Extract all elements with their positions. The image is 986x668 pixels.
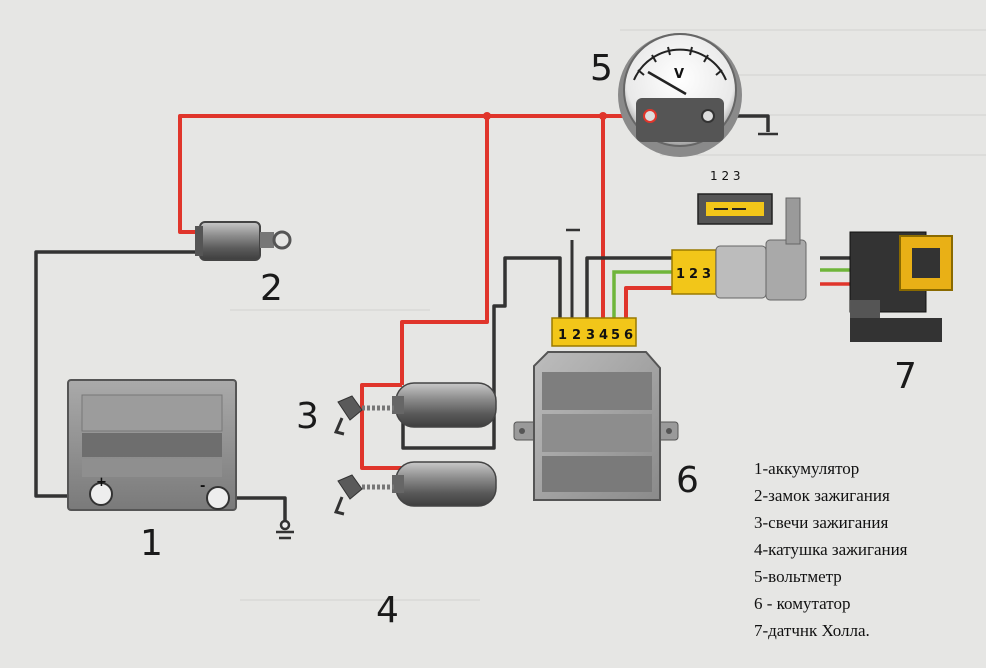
battery-plus-label: + [96,475,107,490]
commutator-pin-2: 2 [572,328,581,343]
label-ignition-switch-number: 2 [260,268,283,309]
label-commutator-number: 6 [676,460,699,501]
red-junction-2 [599,112,607,120]
red-junction-1 [483,112,491,120]
commutator-pin-5: 5 [611,328,620,343]
voltmeter-needle [647,70,687,96]
commutator-connector [551,317,637,347]
voltmeter: V [618,33,742,157]
hall-plug-loose: 1 2 3 [697,169,773,225]
key-icon [272,230,292,250]
hall-connector-pin-1: 1 [676,267,685,282]
commutator-pin-3: 3 [586,328,595,343]
label-coils-number: 4 [376,590,399,631]
hall-output-wires [820,256,850,286]
spark-plug-top [333,395,394,436]
legend-item-2: 2-замок зажигания [754,486,890,505]
spark-plug-bottom [333,474,394,516]
ignition-coil-top [392,382,497,428]
legend-item-7: 7-датчнк Холла. [754,621,870,640]
black-wires [34,114,770,530]
ignition-coil-bottom [392,461,497,507]
commutator-pin-6: 6 [624,328,633,343]
battery-minus-label: - [200,479,205,494]
legend-item-3: 3-свечи зажигания [754,513,888,532]
red-wires [178,114,716,470]
battery-plus-terminal [89,482,113,506]
hall-connector-pin-2: 2 [689,267,698,282]
battery-minus-terminal [206,486,230,510]
hall-connector-inline: 1 2 3 [671,197,807,301]
label-spark-plugs-number: 3 [296,396,319,437]
legend: 1-аккумулятор 2-замок зажигания 3-свечи … [754,459,908,640]
battery: + - [67,379,237,511]
label-hall-sensor-number: 7 [894,356,917,397]
legend-item-6: 6 - комутатор [754,594,850,613]
label-voltmeter-number: 5 [590,48,613,89]
label-battery-number: 1 [140,523,163,564]
commutator-pin-1: 1 [558,328,567,343]
hall-connector-pin-3: 3 [702,267,711,282]
ignition-switch [195,221,292,261]
voltmeter-unit: V [674,67,684,82]
legend-item-4: 4-катушка зажигания [754,540,908,559]
hall-sensor [849,231,953,342]
hall-plug-pin-labels: 1 2 3 [710,169,741,183]
commutator: 1 2 3 4 5 6 [513,317,679,501]
legend-item-1: 1-аккумулятор [754,459,859,478]
commutator-pin-4: 4 [599,328,608,343]
voltmeter-plus-terminal [643,109,657,123]
ground-symbol-battery [276,519,294,540]
legend-item-5: 5-вольтметр [754,567,842,586]
voltmeter-minus-terminal [701,109,715,123]
